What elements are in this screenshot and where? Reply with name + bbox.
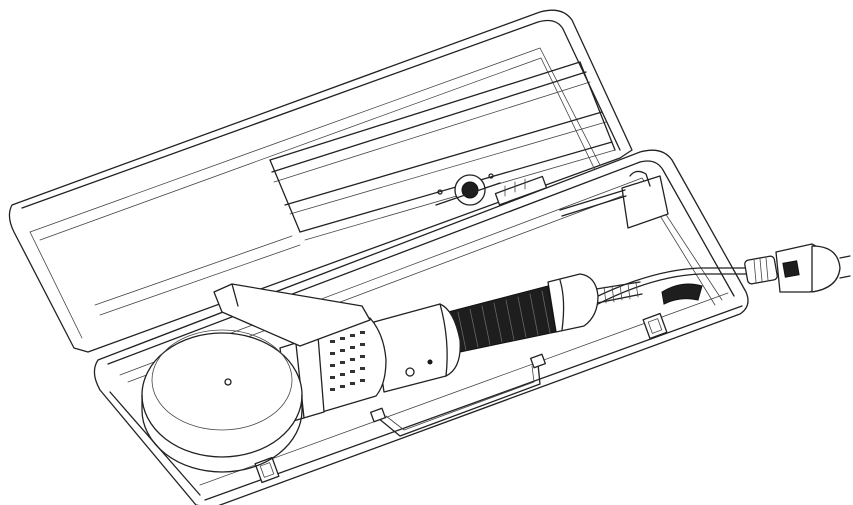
heating-plate [141,329,303,473]
stand-bracket [435,173,548,206]
carry-handle [370,353,546,437]
heater-body [315,317,387,413]
holder-clamp [559,170,669,229]
power-cord [589,267,751,307]
latch-front-right [642,312,668,340]
power-plug [744,243,851,293]
welder-tool [141,273,643,473]
